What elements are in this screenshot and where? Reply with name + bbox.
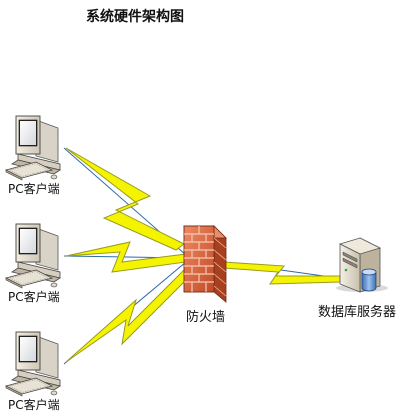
- lightning-links: [65, 147, 341, 363]
- node-label-pc2: PC客户端: [8, 290, 60, 304]
- lightning-bolt-pc3: [65, 267, 191, 363]
- desktop-computer-icon-pc1: [5, 115, 61, 181]
- node-label-db-server: 数据库服务器: [318, 305, 397, 320]
- node-label-pc3: PC客户端: [8, 398, 60, 412]
- database-server-icon: [336, 237, 388, 293]
- desktop-computer-icon-pc2: [5, 223, 61, 289]
- node-label-pc1: PC客户端: [8, 182, 60, 196]
- node-label-firewall: 防火墙: [186, 310, 226, 325]
- lightning-bolt-pc1: [65, 147, 185, 251]
- firewall-brick-wall-icon: [183, 225, 227, 303]
- desktop-computer-icon-pc3: [5, 331, 61, 397]
- page-title: 系统硬件架构图: [86, 9, 184, 25]
- lightning-bolt-db: [223, 261, 341, 285]
